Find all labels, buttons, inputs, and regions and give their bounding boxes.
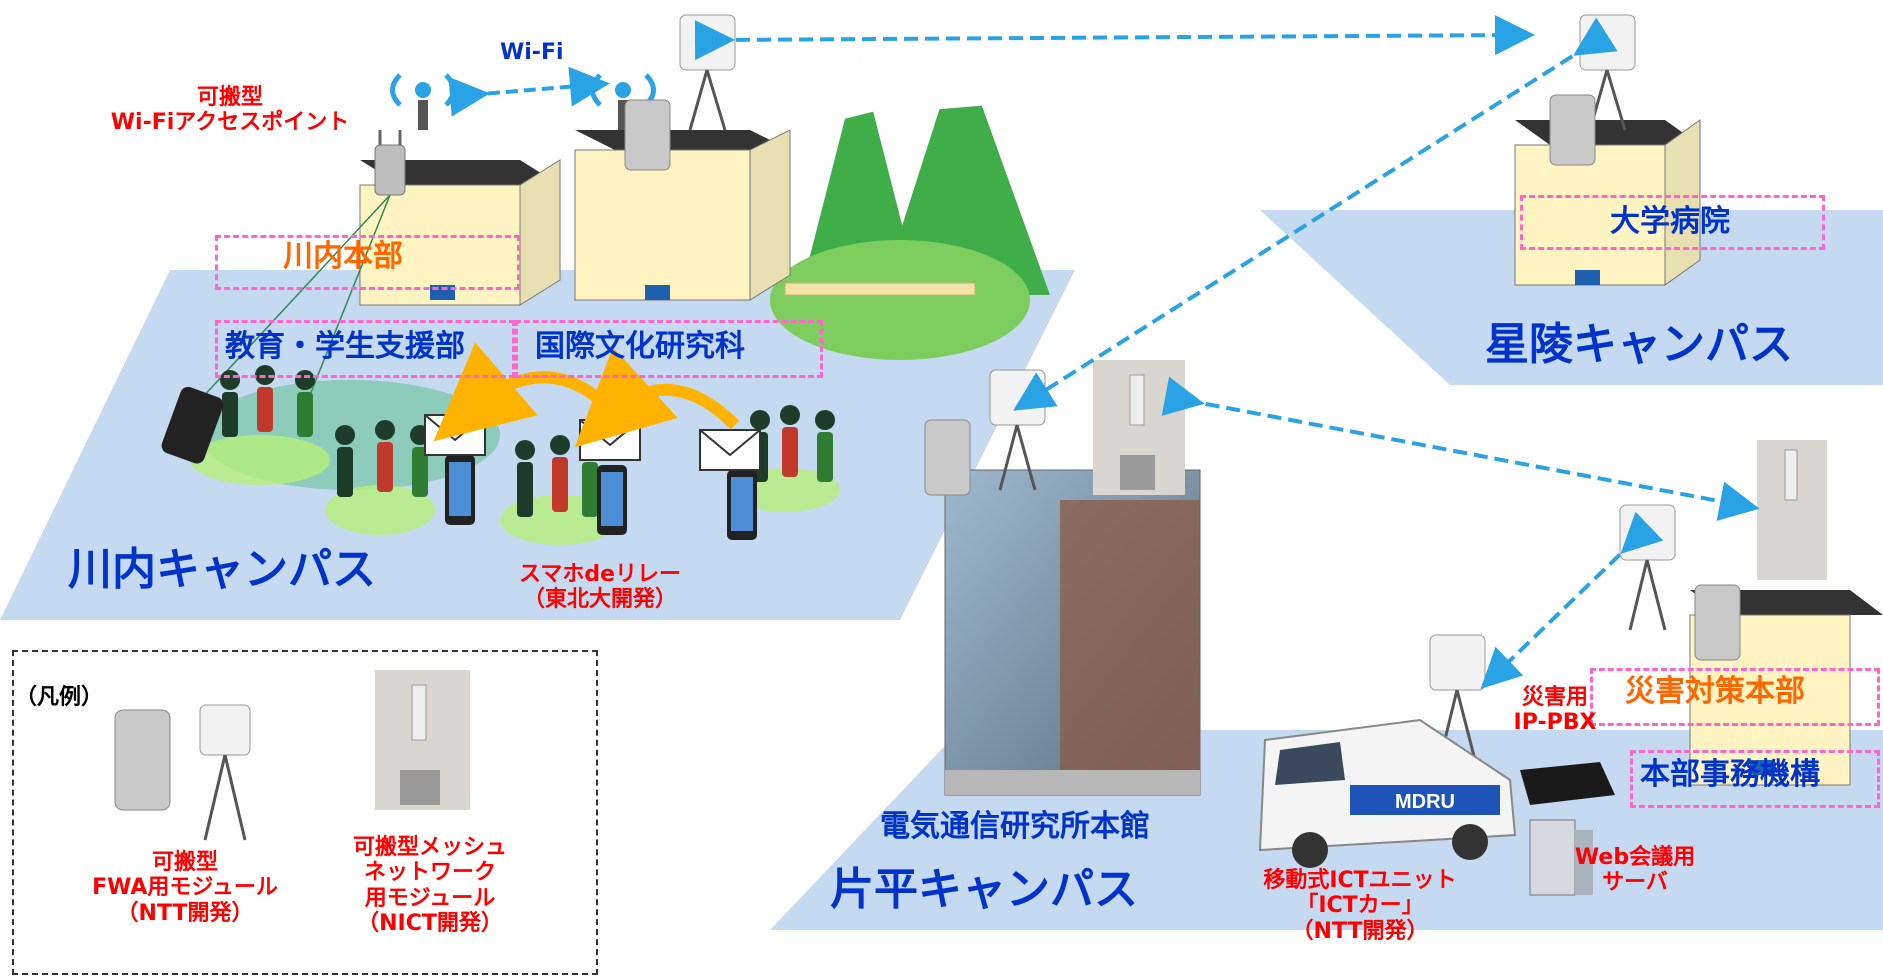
disaster-pbx-line1: 災害用 xyxy=(1521,685,1588,710)
sumaho-relay-line1: スマホdeリレー xyxy=(518,562,681,587)
people-group-4 xyxy=(750,405,835,482)
ict-unit-line1: 移動式ICTユニット xyxy=(1263,868,1457,893)
box-hq-admin xyxy=(1630,750,1880,808)
ict-unit-line2: 「ICTカー」 xyxy=(1296,893,1424,919)
fwa-antenna-van xyxy=(1429,634,1486,761)
phone-1 xyxy=(445,455,475,525)
legend-mesh-line3: 用モジュール xyxy=(364,885,496,911)
legend-box xyxy=(12,650,598,975)
legend-fwa-line3: （NTT開発） xyxy=(116,900,254,926)
phone-3 xyxy=(727,470,757,540)
envelope-1 xyxy=(424,414,486,456)
legend-mesh-line4: （NICT開発） xyxy=(357,910,503,936)
portable-ap-device xyxy=(199,130,406,421)
link-seiryo-katahira xyxy=(1013,17,1618,411)
legend-fwa-line1: 可搬型 xyxy=(151,850,218,875)
web-server xyxy=(1529,819,1593,896)
legend-title: （凡例） xyxy=(15,685,104,710)
hq-admin-label: 本部事務機構 xyxy=(1640,757,1820,792)
portable-ap-label-line1: 可搬型 xyxy=(196,85,263,110)
portable-ap-label-line2: Wi-Fiアクセスポイント xyxy=(110,110,350,136)
box-intl-culture xyxy=(515,320,823,378)
envelope-2 xyxy=(579,419,641,461)
legend-mesh-icon xyxy=(375,670,470,810)
fwa-antenna-hq xyxy=(1619,504,1676,631)
phone-2 xyxy=(597,465,627,535)
portable-ap-label: 可搬型 Wi-Fiアクセスポイント xyxy=(80,85,380,136)
education-dept-label: 教育・学生支援部 xyxy=(225,329,465,364)
web-server-label: Web会議用 サーバ xyxy=(1555,845,1715,896)
relay-arrow-2 xyxy=(574,347,740,448)
suitcase-katahira xyxy=(924,419,971,496)
sumaho-relay-line2: （東北大開発） xyxy=(522,587,677,613)
suitcase-hospital xyxy=(1549,94,1596,166)
legend-mesh-label: 可搬型メッシュ ネットワーク 用モジュール （NICT開発） xyxy=(320,835,540,936)
seiryo-campus-label: 星陵キャンパス xyxy=(1485,319,1793,370)
sumaho-relay-label: スマホdeリレー （東北大開発） xyxy=(470,562,730,613)
disaster-pbx-label: 災害用 IP-PBX xyxy=(1505,685,1605,736)
ip-pbx-device xyxy=(1520,762,1615,805)
riec-building xyxy=(944,469,1201,796)
box-kawauchi-hq xyxy=(215,235,520,290)
link-hq-van xyxy=(1480,511,1664,689)
katahira-campus-label: 片平キャンパス xyxy=(830,864,1138,915)
van-logo: MDRU xyxy=(1395,791,1455,813)
legend-mesh-line1: 可搬型メッシュ xyxy=(352,835,507,860)
kawauchi-hq-label: 川内本部 xyxy=(283,239,403,274)
fwa-antenna-mountain xyxy=(679,14,736,131)
kawauchi-campus-label: 川内キャンパス xyxy=(68,544,376,595)
riec-main-label: 電気通信研究所本館 xyxy=(880,809,1150,844)
kawauchi-hq-building xyxy=(359,159,561,306)
link-mountain-seiryo xyxy=(694,15,1535,61)
disaster-hq-label: 災害対策本部 xyxy=(1625,674,1805,709)
phone-large xyxy=(161,386,224,464)
web-server-line2: サーバ xyxy=(1602,870,1668,896)
box-education xyxy=(215,320,515,378)
link-katahira-hq xyxy=(1161,376,1760,521)
kawauchi-ground xyxy=(0,270,1075,620)
suitcase-intl xyxy=(624,99,671,171)
intl-culture-label: 国際文化研究科 xyxy=(535,329,745,364)
web-server-line1: Web会議用 xyxy=(1574,845,1696,870)
ict-unit-line3: （NTT開発） xyxy=(1291,918,1429,944)
legend-fwa-icon xyxy=(114,704,251,841)
ict-unit-label: 移動式ICTユニット 「ICTカー」 （NTT開発） xyxy=(1220,868,1500,944)
suitcase-hq xyxy=(1694,584,1741,661)
envelope-3 xyxy=(699,429,761,471)
legend-mesh-line2: ネットワーク xyxy=(363,860,496,886)
mountain xyxy=(770,45,1050,360)
mesh-module-hq xyxy=(1757,440,1827,580)
wifi-link xyxy=(448,66,610,117)
wifi-label: Wi-Fi xyxy=(500,40,564,65)
legend-fwa-label: 可搬型 FWA用モジュール （NTT開発） xyxy=(60,850,310,926)
ict-van xyxy=(1258,718,1517,868)
people-group-2 xyxy=(335,420,430,497)
legend-fwa-line2: FWA用モジュール xyxy=(92,875,278,901)
wifi-icon-left xyxy=(390,73,456,130)
box-hospital xyxy=(1520,195,1825,250)
intl-culture-building xyxy=(574,129,791,301)
disaster-pbx-line2: IP-PBX xyxy=(1513,710,1597,736)
mesh-module-katahira xyxy=(1093,360,1185,495)
box-disaster-hq xyxy=(1590,668,1880,726)
hospital-label: 大学病院 xyxy=(1610,204,1730,239)
